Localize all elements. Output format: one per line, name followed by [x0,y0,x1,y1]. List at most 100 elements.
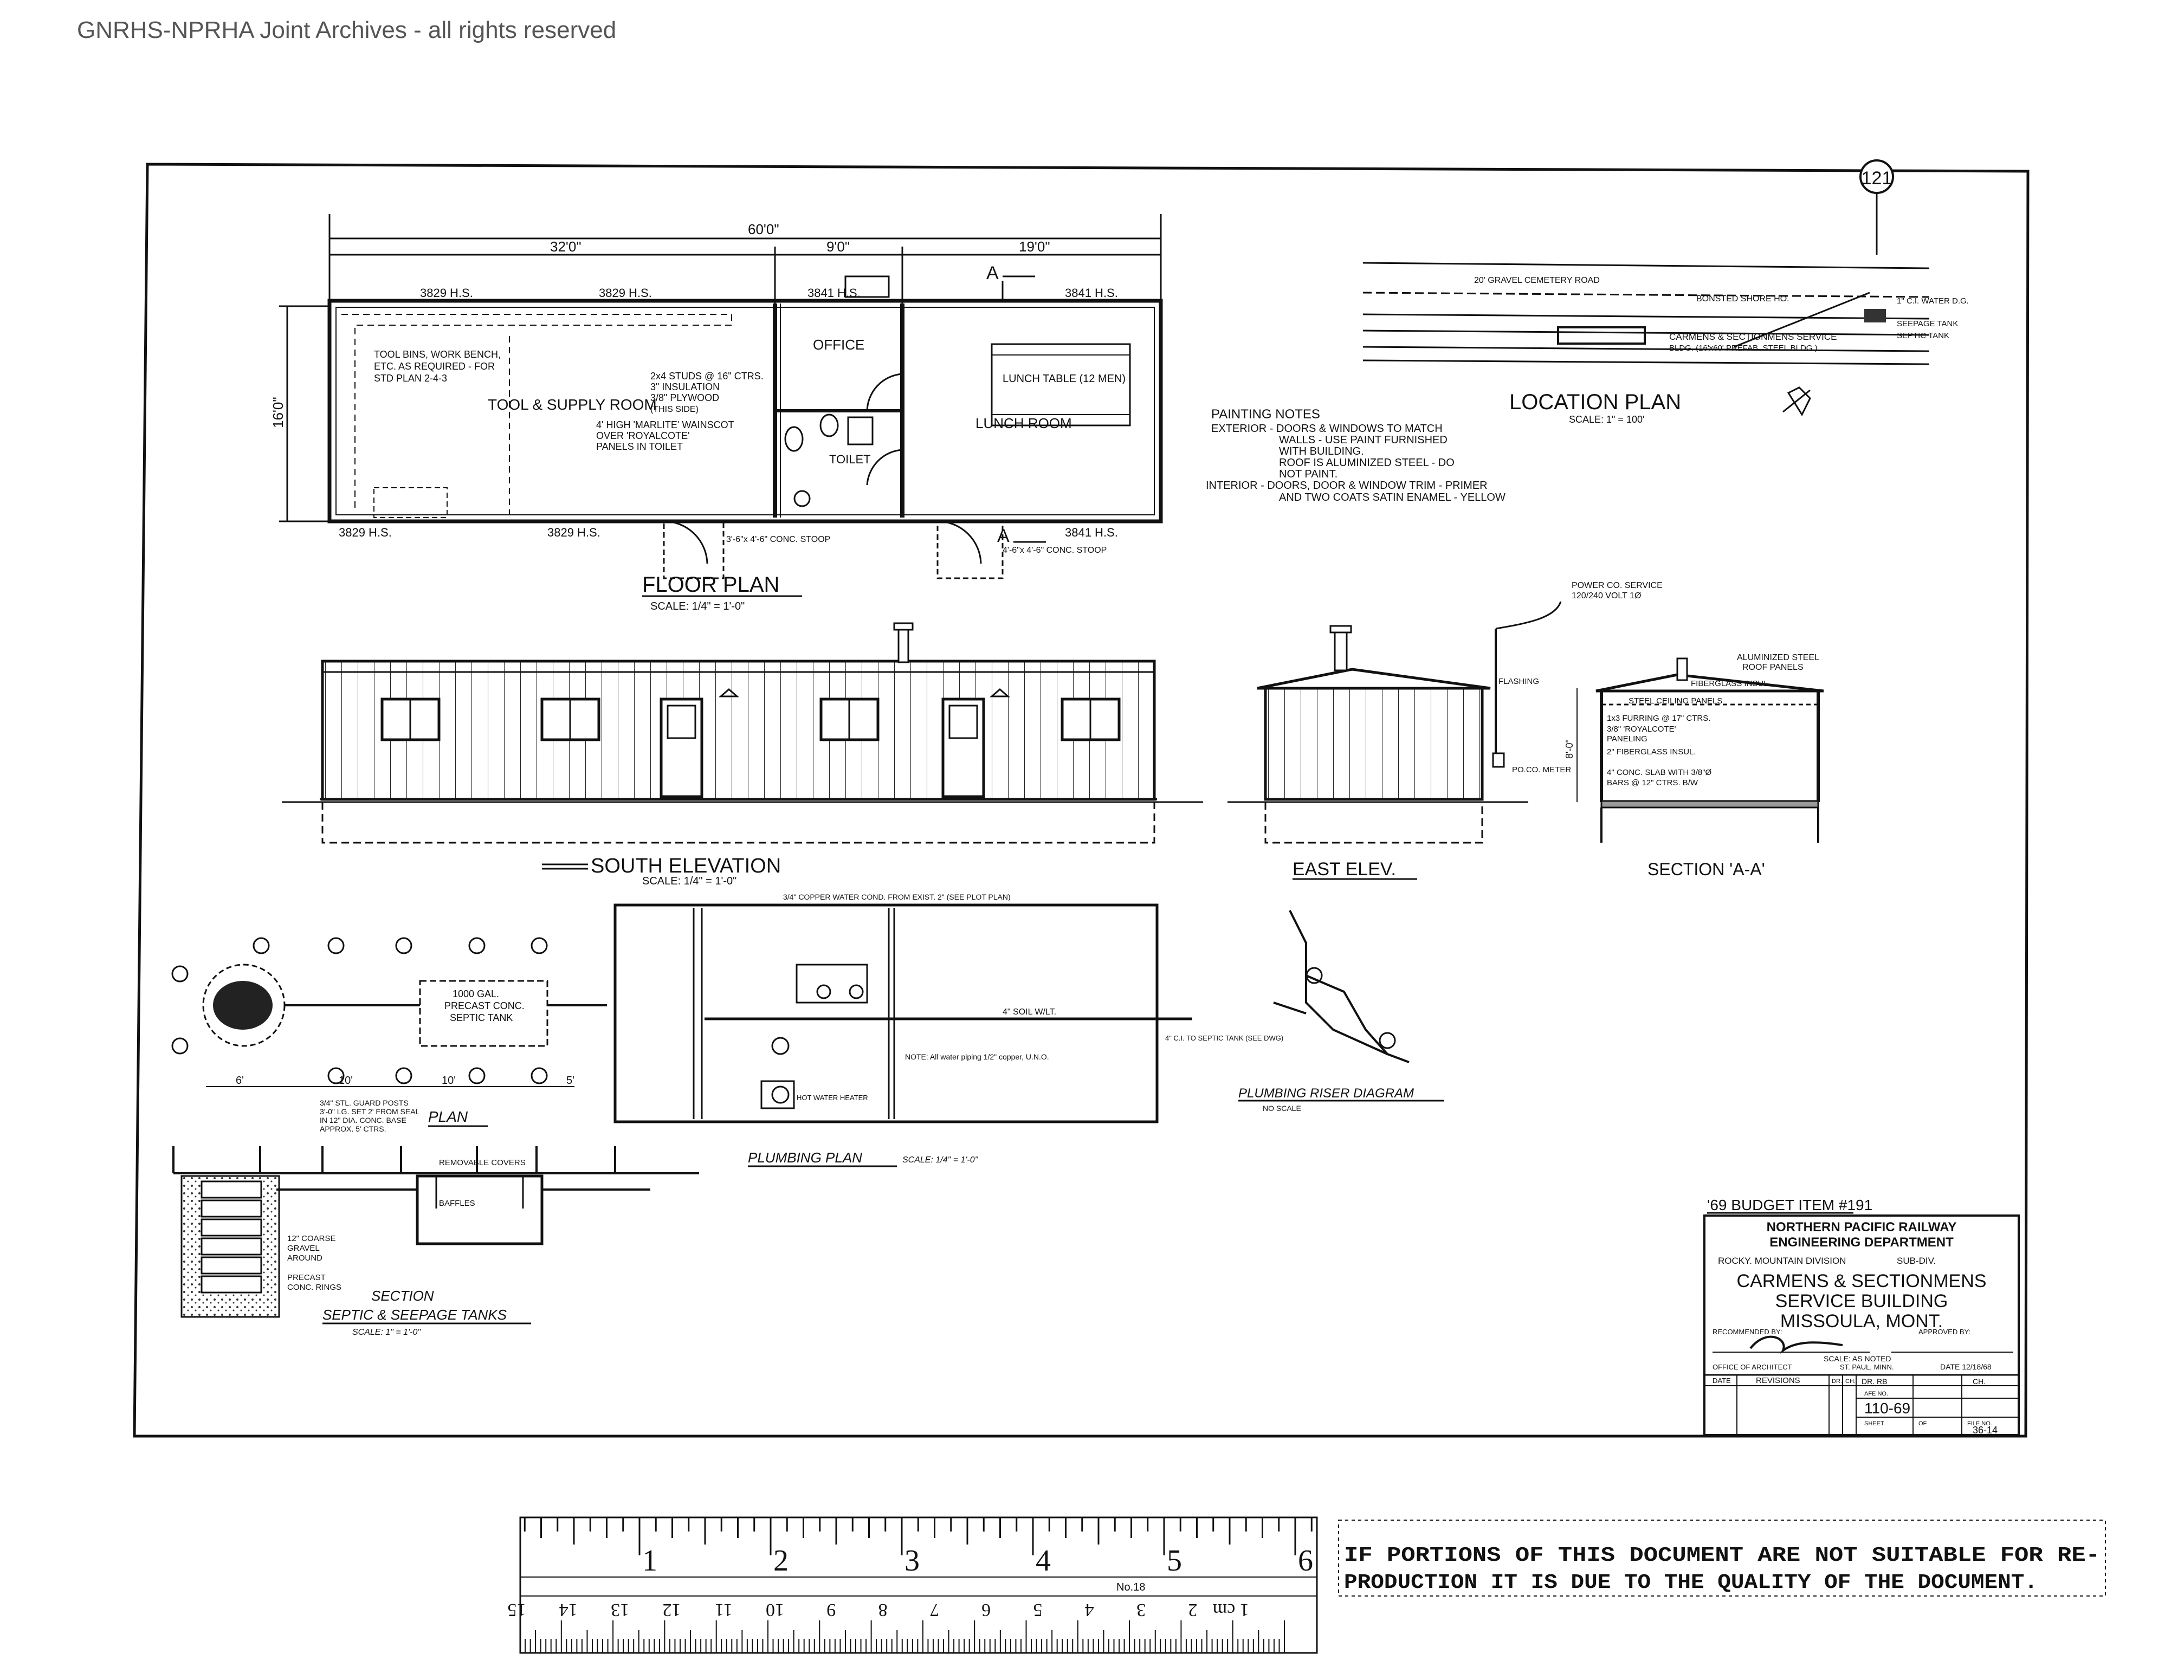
section-label-4: 1x3 FURRING @ 17" CTRS. [1607,714,1710,723]
notice-line-2: PRODUCTION IT IS DUE TO THE QUALITY OF T… [1344,1571,2038,1594]
section-height: 8'-0" [1564,739,1575,759]
septic-note-2: 3'-0" LG. SET 2' FROM SEAL [320,1107,420,1116]
ruler-cm-label: 5 [1033,1600,1043,1620]
section-label-7: 4" CONC. SLAB WITH 3/8"Ø [1607,768,1712,777]
septic-rings-1: PRECAST [287,1273,326,1282]
file-number: 36-14 [1973,1425,1998,1436]
title-date: DATE 12/18/68 [1940,1362,1992,1371]
note-tool-1: TOOL BINS, WORK BENCH, [374,349,501,360]
septic-section-scale: SCALE: 1" = 1'-0" [352,1328,421,1337]
lunch-table-label: LUNCH TABLE (12 MEN) [1003,373,1126,385]
ruler-cm-label: 15 [508,1600,526,1620]
location-road: 20' GRAVEL CEMETERY ROAD [1474,276,1600,285]
sheet-label: SHEET [1864,1420,1884,1427]
engineering-dept: ENGINEERING DEPARTMENT [1769,1235,1954,1250]
recommended-by: RECOMMENDED BY: [1713,1328,1782,1336]
location-plan-scale: SCALE: 1" = 100' [1569,414,1644,425]
archive-watermark: GNRHS-NPRHA Joint Archives - all rights … [77,17,616,43]
ruler-cm-label: 4 [1085,1600,1094,1620]
section-label-5b: PANELING [1607,734,1647,744]
septic-plan-title: PLAN [428,1108,468,1125]
south-elevation-title: SOUTH ELEVATION [591,855,781,877]
ruler-cm-label: 10 [766,1600,784,1620]
septic-plan: 6' 10' 10' 5' 1000 GAL. PRECAST CONC. SE… [171,937,607,1133]
sheet-number-marker: 121 [1859,159,1894,255]
ruler-inch-label: 6 [1298,1544,1313,1578]
ruler-cm-label: 7 [930,1600,939,1620]
ruler-inch-label: 2 [773,1544,789,1578]
stoop-label-2: 4'-6"x 4'-6" CONC. STOOP [1003,546,1107,555]
window-label-1: 3829 H.S. [420,286,473,300]
ruler-cm-label: 11 [715,1600,733,1620]
room-lunch: LUNCH ROOM [975,415,1072,431]
septic-gravel-1: 12" COARSE [287,1234,336,1243]
section-label-1: ALUMINIZED STEEL [1737,653,1819,662]
window-label-2: 3829 H.S. [599,286,652,300]
east-power-1: POWER CO. SERVICE [1572,581,1663,590]
septic-dim-a: 6' [236,1075,244,1087]
south-elevation: SOUTH ELEVATION SCALE: 1/4" = 1'-0" [282,622,1203,887]
ruler-cm-label: 14 [559,1600,578,1620]
painting-line-1: EXTERIOR - DOORS & WINDOWS TO MATCH [1211,423,1443,435]
dim-9: 9'0" [826,238,850,255]
location-plan: 20' GRAVEL CEMETERY ROAD BONSTED SHORE H… [1362,262,1969,425]
painting-notes-title: PAINTING NOTES [1211,407,1320,422]
window-label-5: 3829 H.S. [339,526,392,539]
room-toilet: TOILET [829,453,871,466]
plumbing-plan-scale: SCALE: 1/4" = 1'-0" [902,1155,979,1165]
septic-tank-3: SEPTIC TANK [450,1012,513,1023]
east-power-2: 120/240 VOLT 1Ø [1572,591,1641,600]
section-aa: 8'-0" ALUMINIZED STEEL ROOF PANELS FIBER… [1564,653,1824,879]
plumbing-note-5: HOT WATER HEATER [797,1094,868,1102]
ruler-maker: No.18 [1116,1581,1145,1593]
section-label-7b: BARS @ 12" CTRS. B/W [1607,778,1698,787]
railway-name: NORTHERN PACIFIC RAILWAY [1767,1220,1957,1235]
ruler-inch-label: 4 [1036,1544,1051,1578]
section-mark-top: A [986,263,999,283]
septic-covers: REMOVABLE COVERS [439,1158,526,1167]
ruler-cm-label: 12 [662,1600,681,1620]
east-flashing: FLASHING [1498,677,1539,686]
septic-note-3: IN 12" DIA. CONC. BASE [320,1116,406,1125]
ruler-cm-label: 9 [826,1600,836,1620]
location-septic: SEPTIC TANK [1897,331,1949,340]
plumbing-note-1: 3/4" COPPER WATER COND. FROM EXIST. 2" (… [783,893,1011,901]
section-label-6: 2" FIBERGLASS INSUL. [1607,747,1696,757]
note-tool-3: STD PLAN 2-4-3 [374,373,447,384]
window-label-7: 3841 H.S. [1065,526,1118,539]
plumbing-note-3: NOTE: All water piping 1/2" copper, U.N.… [905,1052,1049,1061]
septic-gravel-2: GRAVEL [287,1244,320,1253]
ruler-cm-label: 1 cm [1213,1600,1249,1620]
riser-title: PLUMBING RISER DIAGRAM [1238,1086,1414,1101]
section-label-1b: ROOF PANELS [1742,663,1804,672]
plumbing-plan: 3/4" COPPER WATER COND. FROM EXIST. 2" (… [613,893,1283,1167]
riser-diagram: PLUMBING RISER DIAGRAM NO SCALE [1238,910,1444,1113]
location-track: BONSTED SHORE HO. [1696,294,1789,303]
afe-number: 110-69 [1864,1400,1910,1417]
note-marlite-1: 4' HIGH 'MARLITE' WAINSCOT [596,419,734,430]
ruler-cm-label: 13 [611,1600,629,1620]
building-name-1: CARMENS & SECTIONMENS [1737,1271,1987,1291]
room-tool-supply: TOOL & SUPPLY ROOM [488,396,657,413]
ruler-cm-label: 3 [1136,1600,1146,1620]
office-architect: OFFICE OF ARCHITECT [1713,1363,1792,1371]
section-label-2: FIBERGLASS INSUL. [1691,679,1771,688]
floor-plan: 60'0" 32'0" 9'0" 19'0" 16'0" [270,214,1163,612]
checked-label: CH. [1973,1377,1986,1386]
septic-section: REMOVABLE COVERS BAFFLES 12" COARSE GRAV… [172,1146,699,1337]
window-label-3: 3841 H.S. [807,286,861,300]
section-label-5: 3/8" 'ROYALCOTE' [1607,725,1676,734]
dim-32: 32'0" [550,238,581,255]
of-label: OF [1918,1420,1927,1427]
note-marlite-2: OVER 'ROYALCOTE' [596,430,690,441]
septic-rings-2: CONC. RINGS [287,1283,341,1292]
floor-plan-title: FLOOR PLAN [642,573,779,597]
title-scale: SCALE: AS NOTED [1824,1354,1891,1363]
septic-note-1: 3/4" STL. GUARD POSTS [320,1099,409,1107]
ruler-cm-label: 8 [878,1600,888,1620]
location-seepage: SEEPAGE TANK [1897,319,1958,328]
note-wall-4: (THIS SIDE) [650,405,699,414]
dim-19: 19'0" [1019,238,1050,255]
painting-line-4: ROOF IS ALUMINIZED STEEL - DO [1279,457,1455,469]
